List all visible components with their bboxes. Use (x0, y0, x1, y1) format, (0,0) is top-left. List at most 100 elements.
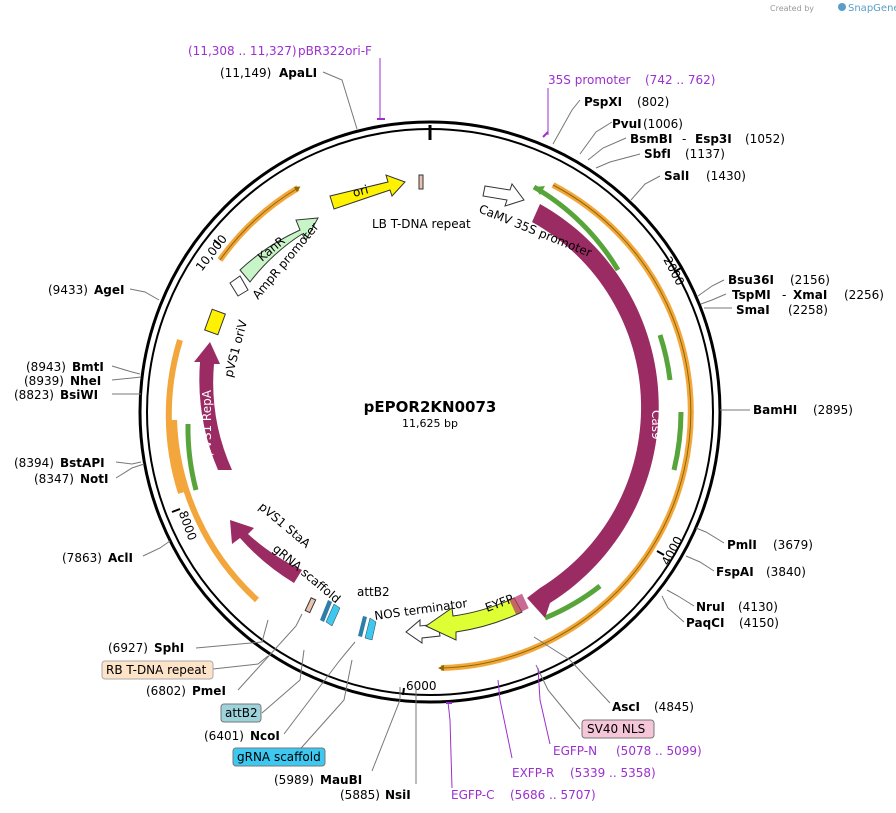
boxed-rb-tdna-bg (101, 660, 214, 680)
site-name-acli: AclI (108, 551, 133, 565)
site-sep-tspmi: - (782, 288, 786, 302)
tick-label-4000: 4000 (659, 534, 686, 568)
site-name-esp3i: Esp3I (695, 132, 732, 146)
site-name-noti: NotI (80, 472, 109, 486)
feature-attb2-label: attB2 (357, 585, 390, 599)
site-pos-bsiwi: (8823) (14, 388, 54, 402)
site-name-nrui: NruI (696, 600, 725, 614)
site-name-bsmbi: BsmBI (630, 132, 672, 146)
site-name-pmli: PmlI (727, 538, 757, 552)
site-name-bmti: BmtI (72, 360, 104, 374)
site-pos-bsmbi: (1052) (745, 132, 785, 146)
feature-sv40nls-mark (509, 593, 529, 615)
feature-pvs1-staa-arrow (230, 520, 302, 583)
feature-attb2-box (364, 617, 377, 641)
feature-pvs1-oriv-box (204, 308, 226, 336)
site-pos-tspmi: (2256) (844, 288, 884, 302)
site-name-apali: ApaLI (279, 66, 317, 80)
site-name-sali: SalI (664, 169, 689, 183)
site-pos-smai: (2258) (788, 303, 828, 317)
site-name-paqci: PaqCI (686, 616, 724, 630)
site-pos-bstapi: (8394) (14, 456, 54, 470)
site-name-fspai: FspAI (716, 565, 754, 579)
site-name-bsu36i: Bsu36I (728, 273, 774, 287)
primer-name-exfp-r: EXFP-R (512, 766, 554, 780)
site-pos-pspxi: (802) (637, 95, 669, 109)
boxed-sv40nls-bg (581, 719, 655, 739)
tick-label-6000: 6000 (406, 679, 437, 693)
site-pos-pvui: (1006) (643, 117, 683, 131)
backbone-outer-ring (138, 120, 722, 704)
site-pos-bamhi: (2895) (813, 403, 853, 417)
site-pos-agei: (9433) (48, 283, 88, 297)
site-pos-nrui: (4130) (738, 600, 778, 614)
site-pos-nsii: (5885) (340, 788, 380, 802)
feature-lb-tdna-box (418, 174, 424, 190)
site-name-nhei: NheI (70, 374, 101, 388)
feature-cas9-label: Cas9 (649, 410, 663, 440)
site-name-ncoi: NcoI (250, 729, 280, 743)
primer-name-egfp-c: EGFP-C (451, 788, 494, 802)
site-name-bamhi: BamHI (753, 403, 797, 417)
credit-brand: SnapGene (848, 3, 896, 14)
site-name-xmai: XmaI (793, 288, 827, 302)
site-pos-bsu36i: (2156) (790, 273, 830, 287)
orf-tracks (165, 182, 694, 671)
site-pos-pmei: (6802) (146, 684, 186, 698)
site-name-nsii: NsiI (385, 788, 411, 802)
primer-range-exfp-r: (5339 .. 5358) (570, 766, 656, 780)
feature-ori-label: ori (351, 182, 370, 200)
primer-range-pbr322ori-f: (11,308 .. 11,327) (188, 44, 297, 58)
primer-range-egfp-n: (5078 .. 5099) (616, 744, 702, 758)
site-pos-apali: (11,149) (220, 66, 271, 80)
primer-name-egfp-n: EGFP-N (553, 744, 597, 758)
site-pos-sbfi: (1137) (685, 147, 725, 161)
feature-kanr-arrow (239, 217, 319, 283)
site-name-sphi: SphI (154, 641, 184, 655)
site-pos-sphi: (6927) (108, 641, 148, 655)
primer-leader-lines (377, 58, 551, 789)
plasmid-name: pEPOR2KN0073 (364, 398, 497, 416)
orf-tracks-inner (185, 184, 684, 621)
feature-pvs1-oriv-label: pVS1 oriV (221, 318, 250, 379)
feature-grna-box-dark (320, 600, 332, 622)
site-pos-bmti: (8943) (26, 360, 66, 374)
site-name-agei: AgeI (94, 283, 124, 297)
feature-lb-tdna-label: LB T-DNA repeat (372, 217, 471, 231)
plasmid-length: 11,625 bp (402, 417, 458, 430)
site-sep-bsmbi: - (682, 132, 686, 146)
site-pos-ncoi: (6401) (204, 729, 244, 743)
site-name-smai: SmaI (736, 303, 770, 317)
feature-pvs1-repa-arrow (194, 342, 232, 470)
site-name-pspxi: PspXI (584, 95, 622, 109)
feature-ori-arrow (329, 174, 406, 210)
feature-attb2-dark (358, 616, 367, 637)
snapgene-logo-icon (838, 3, 846, 11)
site-name-asci: AscI (612, 700, 640, 714)
boxed-grna-bg (232, 747, 326, 767)
site-pos-fspai: (3840) (766, 565, 806, 579)
primer-name-35s: 35S promoter (548, 73, 630, 87)
tick-marks (171, 239, 682, 696)
feature-eyfp-arrow (424, 597, 523, 641)
site-name-pmei: PmeI (192, 684, 226, 698)
site-name-pvui: PvuI (612, 117, 642, 131)
feature-pvs1-repa-label: pVS1 RepA (200, 389, 214, 456)
site-pos-paqci: (4150) (739, 616, 779, 630)
site-name-sbfi: SbfI (644, 147, 671, 161)
boxed-rb-tdna: RB T-DNA repeat (106, 663, 207, 677)
site-pos-sali: (1430) (706, 169, 746, 183)
site-leader-lines (111, 71, 750, 784)
site-pos-pmli: (3679) (773, 538, 813, 552)
feature-cas9-arrow (527, 204, 659, 618)
site-pos-maubi: (5989) (274, 773, 314, 787)
feature-rb-tdna-box (304, 597, 317, 614)
primer-name-pbr322ori-f: pBR322ori-F (298, 44, 372, 58)
boxed-attb2-bg (220, 703, 262, 723)
boxed-sv40nls: SV40 NLS (587, 722, 645, 736)
boxed-grna-scaffold: gRNA scaffold (237, 750, 321, 764)
site-name-maubi: MauBI (320, 773, 362, 787)
feature-ampr-promoter-arrow (229, 275, 249, 297)
credit-text: Created by (770, 4, 814, 13)
